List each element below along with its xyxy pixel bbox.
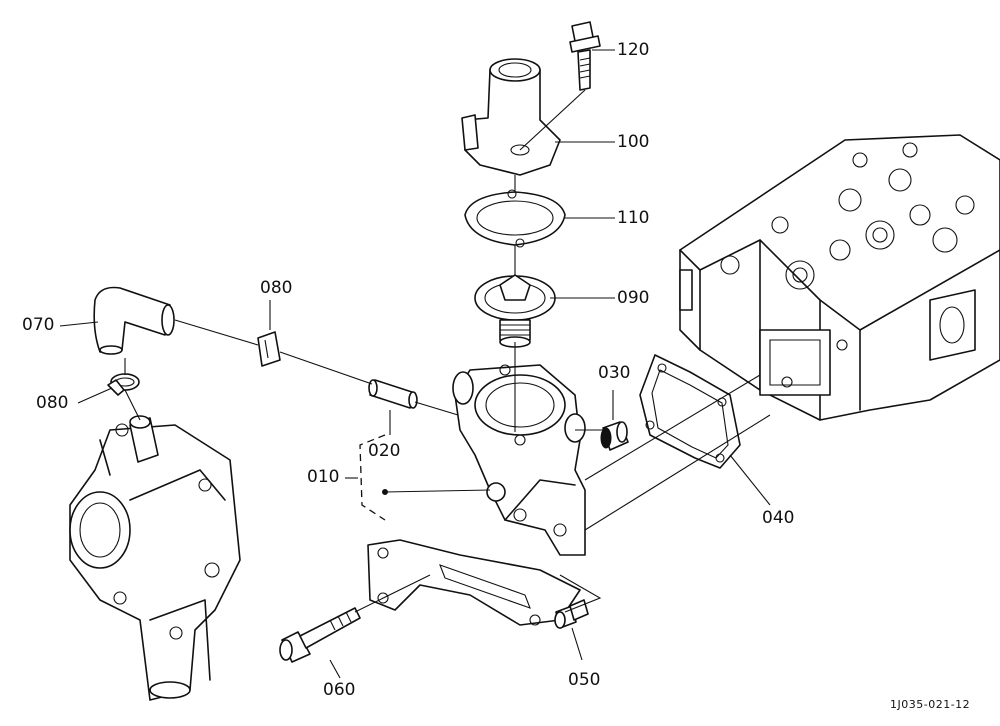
assembly-lines: [124, 89, 771, 613]
part-label-090: 090: [617, 288, 650, 308]
part-label-080-upper: 080: [260, 278, 293, 298]
cylinder-head-drawing: [679, 134, 1000, 421]
plug-part-030-drawing: [600, 421, 629, 451]
part-label-030: 030: [598, 363, 631, 383]
part-label-060: 060: [323, 680, 356, 700]
thermostat-housing-part-010-drawing: [452, 364, 586, 556]
bolt-part-120-drawing: [569, 21, 601, 91]
water-flange-part-100-drawing: [461, 58, 561, 176]
clamp-part-080-drawing: [257, 331, 281, 367]
part-label-110: 110: [617, 208, 650, 228]
part-label-010: 010: [307, 467, 340, 487]
clamp-part-080-left-drawing: [107, 373, 140, 396]
bracket-drawing: [367, 539, 581, 626]
pipe-part-020-drawing: [368, 379, 418, 409]
bolt-part-060-drawing: [279, 607, 361, 663]
diagram-reference-code: 1J035-021-12: [890, 698, 971, 711]
gasket-part-040-drawing: [639, 354, 741, 469]
part-label-080-lower: 080: [36, 393, 69, 413]
part-label-100: 100: [617, 132, 650, 152]
part-label-020: 020: [368, 441, 401, 461]
part-label-070: 070: [22, 315, 55, 335]
part-label-040: 040: [762, 508, 795, 528]
label-leader-lines: [59, 49, 771, 679]
thermostat-part-090-drawing: [474, 274, 556, 348]
part-label-120: 120: [617, 40, 650, 60]
part-label-050: 050: [568, 670, 601, 690]
water-pump-drawing: [69, 415, 241, 701]
gasket-part-110-drawing: [464, 189, 566, 248]
hose-part-070-drawing: [93, 286, 175, 355]
